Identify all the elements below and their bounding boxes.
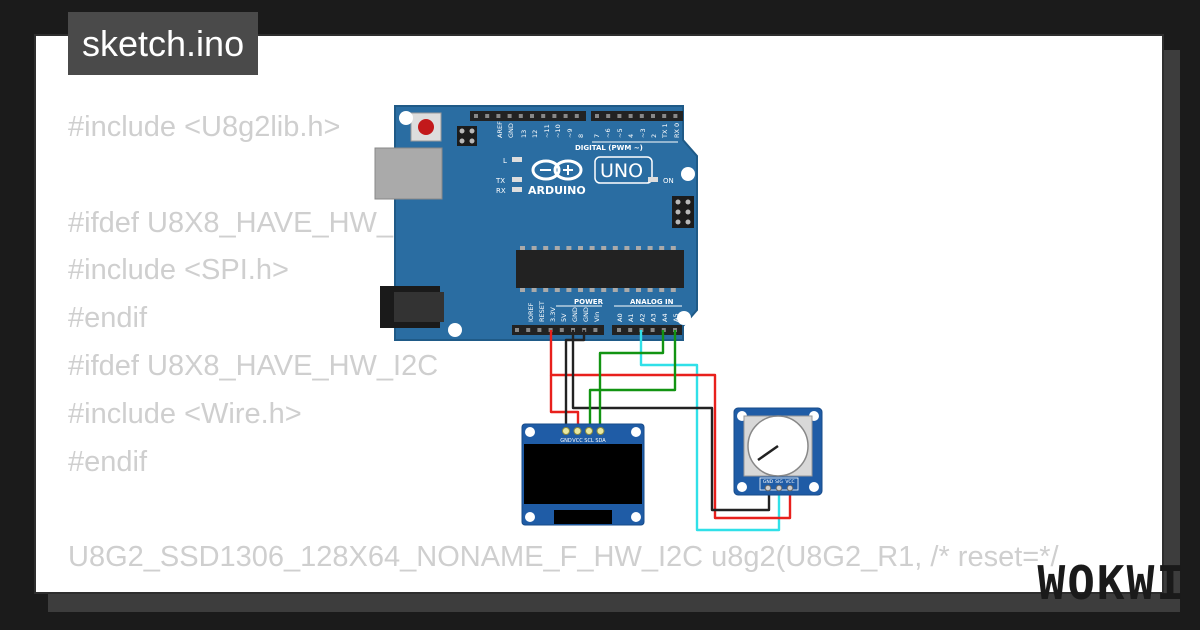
digital-pin-label: ~5 [616, 128, 624, 138]
atmega-chip [516, 250, 684, 288]
pot-pin-label: VCC [785, 479, 794, 485]
digital-pin-label: TX 1 [661, 123, 669, 139]
digital-pin-label: 12 [531, 130, 539, 138]
rx-led-label: RX [496, 187, 506, 195]
analog-label: ANALOG IN [630, 298, 674, 306]
code-line: #include <U8g2lib.h> [68, 111, 341, 143]
on-led-label: ON [663, 177, 674, 185]
code-line: #include <Wire.h> [68, 397, 302, 430]
tx-led-label: TX [495, 177, 505, 185]
power-pin-label: GND [582, 307, 590, 322]
power-pin-label: Vin [593, 312, 601, 322]
oled-pin[interactable] [585, 427, 593, 435]
wire-black-pot [571, 330, 771, 512]
wire-red-oled [549, 375, 580, 433]
analog-pin-label: A5 [672, 313, 680, 322]
arduino-logo-icon [531, 159, 583, 181]
on-led [648, 177, 658, 182]
wire-cyan [639, 330, 781, 532]
power-pin-label: 5V [560, 313, 568, 322]
oled-pin-label: GND [560, 438, 572, 444]
digital-pin-label: ~10 [554, 124, 562, 138]
tx-led [512, 177, 522, 182]
code-line: #ifdef U8X8_HAVE_HW_SPI [68, 206, 440, 239]
oled-screen [524, 444, 642, 504]
digital-pin-label: ~11 [543, 124, 551, 138]
power-pin-label: RESET [538, 301, 546, 322]
digital-label: DIGITAL (PWM ~) [575, 144, 643, 152]
power-pin-label: GND [571, 307, 579, 322]
oled-pin[interactable] [573, 427, 582, 435]
oled-pin[interactable] [562, 427, 570, 435]
analog-pin-label: A0 [616, 313, 624, 322]
wire-red-pot [549, 330, 792, 520]
pot-pin[interactable] [764, 484, 772, 492]
digital-pin-label: RX 0 [673, 123, 681, 138]
code-listing: #include <U8g2lib.h> #ifdef U8X8_HAVE_HW_… [68, 104, 1059, 582]
digital-pin-label: ~3 [639, 128, 647, 138]
analog-pin-label: A3 [650, 313, 658, 322]
digital-pin-label: 7 [593, 134, 601, 138]
code-line: #include <SPI.h> [68, 254, 289, 287]
oled-pin[interactable] [596, 427, 605, 435]
arduino-model: UNO [600, 160, 643, 182]
rx-led [512, 187, 522, 192]
reset-button-cap[interactable] [418, 119, 434, 135]
oled-pin-label: VCC [572, 438, 583, 444]
oled-pin-label: SDA [595, 438, 606, 444]
code-line: #endif [68, 445, 148, 478]
oled-pin-label: SCL [584, 438, 594, 444]
usb-port [374, 147, 443, 200]
digital-pin-label: 13 [520, 130, 528, 138]
digital-pin-label: AREF [496, 121, 504, 138]
code-line: #endif [68, 302, 148, 335]
digital-pin-label: 2 [650, 134, 658, 138]
sketch-filename: sketch.ino [68, 12, 259, 75]
power-pin-label: 3.3V [549, 307, 557, 322]
digital-pin-label: GND [507, 123, 515, 138]
wire-black-oled [564, 330, 586, 433]
wire-green-scl [588, 330, 677, 433]
power-label: POWER [574, 298, 604, 306]
pot-pin-label: SIG [775, 479, 783, 485]
digital-pin-label: ~6 [604, 128, 612, 138]
power-pin-label: IOREF [527, 302, 535, 322]
digital-pin-label: ~9 [566, 128, 574, 138]
analog-pin-label: A1 [627, 313, 635, 322]
l-led-label: L [503, 157, 507, 165]
analog-pin-label: A4 [661, 313, 669, 322]
arduino-logo-text: ARDUINO [528, 184, 586, 197]
digital-pin-label: 4 [627, 134, 635, 138]
pot-pin[interactable] [775, 484, 783, 492]
pot-pin[interactable] [786, 484, 794, 492]
analog-pin-label: A2 [638, 313, 646, 322]
digital-pin-label: 8 [577, 134, 585, 138]
wires [549, 330, 792, 532]
code-line: #ifdef U8X8_HAVE_HW_I2C [68, 349, 439, 382]
wokwi-logo: WOKWI [1037, 556, 1186, 610]
wire-green-sda [598, 330, 665, 433]
l-led [512, 157, 522, 162]
code-line: U8G2_SSD1306_128X64_NONAME_F_HW_I2C u8g2… [68, 541, 1059, 574]
pot-pin-label: GND [763, 479, 774, 485]
